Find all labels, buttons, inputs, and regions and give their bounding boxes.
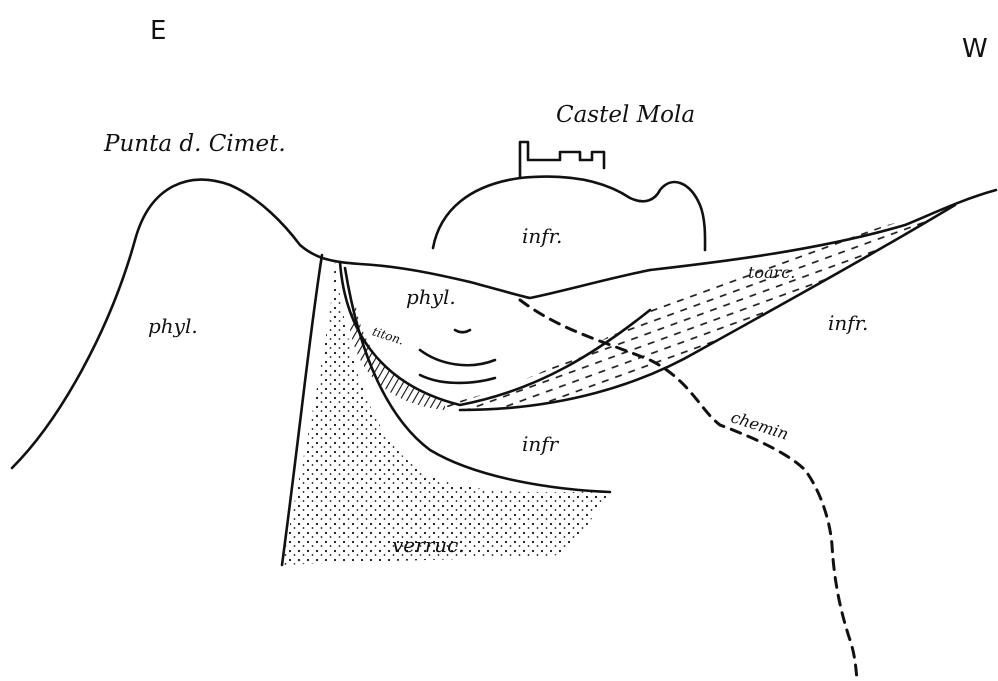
lens-arc-3 [455, 330, 470, 332]
lens-arc-1 [420, 350, 495, 365]
peak-profile [12, 180, 470, 468]
phyl-center-label: phyl. [406, 287, 456, 307]
infr-lower-label: infr [522, 434, 558, 454]
east-label: E [150, 18, 166, 44]
phyl-left-label: phyl. [148, 316, 198, 336]
peak-label: Punta d. Cimet. [104, 133, 286, 156]
infr-castle-label: infr. [522, 226, 562, 246]
lens-arc-2 [420, 375, 495, 383]
castle-hill [433, 177, 705, 250]
castle-ruin [520, 142, 604, 178]
toarc-label: toarc. [748, 265, 795, 281]
infr-right-label: infr. [828, 313, 868, 333]
west-label: W [962, 36, 988, 62]
phyl-lens-top [470, 270, 650, 298]
toarc-unit [440, 205, 955, 410]
castle-label: Castel Mola [556, 104, 695, 127]
verruc-label: verruc. [392, 535, 465, 555]
